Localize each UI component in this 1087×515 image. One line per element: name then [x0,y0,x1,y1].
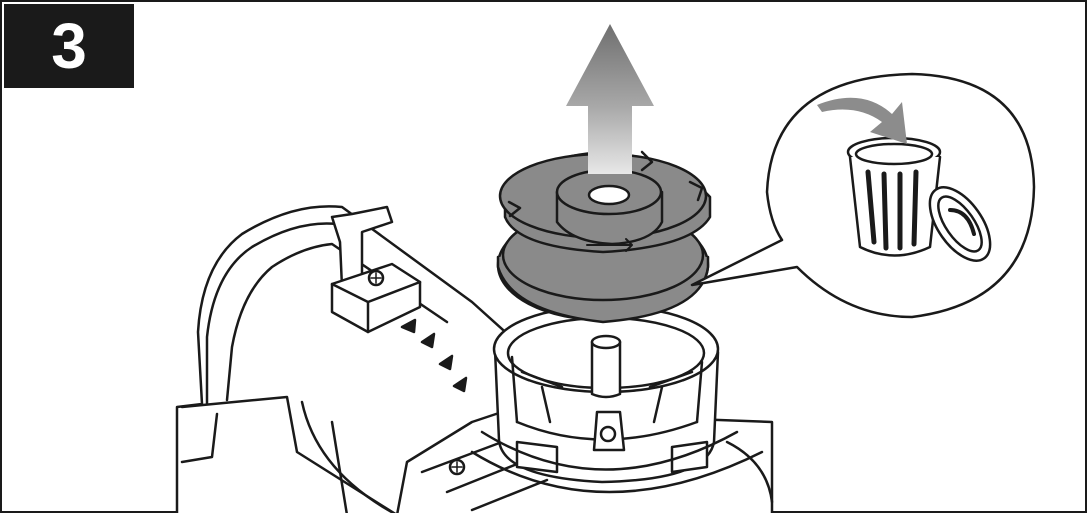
up-arrow-icon [566,24,654,174]
line-spool [496,150,712,324]
latch-clip [330,205,422,334]
trash-can-icon [846,136,992,262]
step-number-badge: 3 [4,4,134,88]
spool-housing [470,304,764,494]
curved-arrow-icon [817,97,907,144]
trimmer-guard [175,205,524,513]
